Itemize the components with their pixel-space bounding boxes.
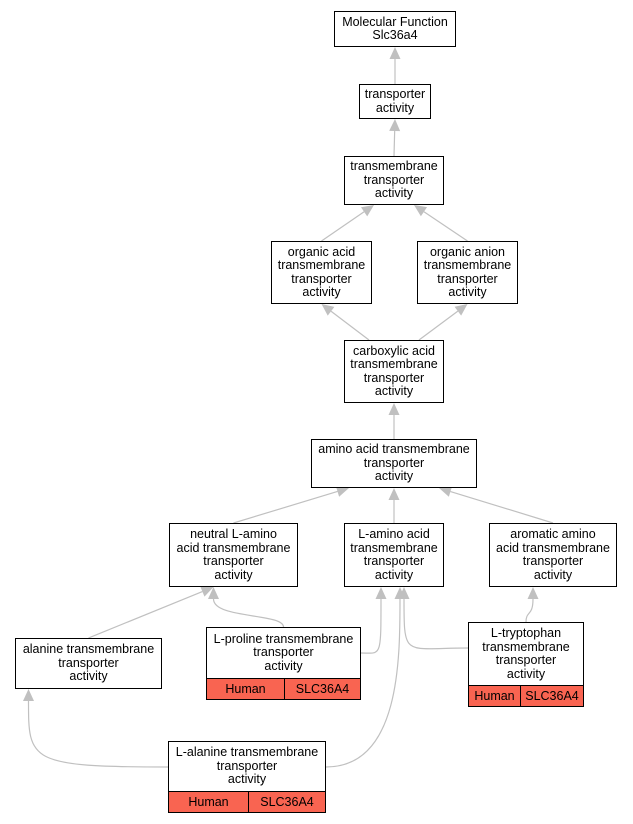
gene-annotation-row: Human SLC36A4 — [469, 685, 583, 706]
gene-cell: SLC36A4 — [260, 795, 314, 809]
node-label: carboxylic acid transmembrane transporte… — [350, 343, 438, 398]
node-label: L-proline transmembrane transporter acti… — [213, 631, 354, 673]
arrowhead-transporter-to-root — [389, 47, 401, 59]
node-label: aromatic amino acid transmembrane transp… — [496, 527, 610, 582]
node-amino-acid-transmembrane-transporter-activity[interactable]: amino acid transmembrane transporter act… — [311, 439, 477, 488]
edge-organic_acid-to-tm_transporter — [321, 211, 365, 242]
node-l-proline-transmembrane-transporter-activity[interactable]: L-proline transmembrane transporter acti… — [206, 627, 361, 700]
node-label: organic anion transmembrane transporter … — [423, 244, 512, 299]
edge-tm_transporter-to-transporter — [393, 130, 396, 157]
arrowhead-neutral_l_amino-to-amino_acid — [335, 486, 349, 497]
arrowhead-l_proline-to-l_amino_acid — [375, 587, 387, 599]
arrowhead-l_alanine-to-alanine — [23, 689, 34, 701]
arrowhead-aromatic_amino-to-amino_acid — [439, 486, 453, 497]
arrowhead-carboxylic_acid-to-organic_anion — [454, 304, 468, 316]
node-molecular-function[interactable]: Molecular Function Slc36a4 — [334, 11, 456, 47]
node-label: transporter activity — [364, 87, 426, 115]
arrowhead-organic_anion-to-tm_transporter — [414, 205, 428, 217]
edge-l_proline-to-l_amino_acid — [360, 598, 382, 654]
species-cell: Human — [207, 679, 285, 699]
arrowhead-l_proline-to-neutral_l_amino — [208, 587, 219, 599]
edge-l_tryptophan-to-aromatic_amino — [525, 598, 534, 623]
edge-l_alanine-to-l_amino_acid — [325, 598, 401, 768]
edge-carboxylic_acid-to-organic_acid — [330, 310, 370, 341]
node-label: amino acid transmembrane transporter act… — [318, 442, 470, 484]
species-cell: Human — [169, 792, 249, 812]
edge-l_alanine-to-alanine — [27, 700, 169, 768]
node-alanine-transmembrane-transporter-activity[interactable]: alanine transmembrane transporter activi… — [15, 638, 162, 689]
node-label: L-amino acid transmembrane transporter a… — [350, 527, 438, 582]
node-aromatic-amino-acid-transmembrane-transporter-activity[interactable]: aromatic amino acid transmembrane transp… — [489, 523, 617, 587]
edge-l_proline-to-neutral_l_amino — [212, 598, 285, 628]
arrowhead-tm_transporter-to-transporter — [389, 119, 401, 132]
edge-alanine-to-neutral_l_amino — [88, 590, 203, 639]
gene-annotation-row: Human SLC36A4 — [207, 678, 360, 699]
edge-organic_anion-to-tm_transporter — [423, 211, 468, 242]
edge-neutral_l_amino-to-amino_acid — [233, 490, 338, 524]
edge-aromatic_amino-to-amino_acid — [450, 490, 554, 524]
node-organic-anion-transmembrane-transporter-activity[interactable]: organic anion transmembrane transporter … — [417, 241, 518, 304]
arrowhead-l_amino_acid-to-amino_acid — [388, 488, 400, 500]
gene-cell: SLC36A4 — [295, 682, 350, 696]
node-transmembrane-transporter-activity[interactable]: transmembrane transporter activity — [344, 156, 444, 205]
arrowhead-amino_acid-to-carboxylic_acid — [388, 403, 400, 415]
arrowhead-l_alanine-to-l_amino_acid — [394, 587, 406, 599]
node-label: L-tryptophan transmembrane transporter a… — [482, 626, 570, 681]
edge-l_tryptophan-to-l_amino_acid — [403, 598, 469, 650]
node-l-tryptophan-transmembrane-transporter-activity[interactable]: L-tryptophan transmembrane transporter a… — [468, 622, 584, 707]
arrowhead-l_tryptophan-to-aromatic_amino — [527, 587, 539, 599]
arrowhead-carboxylic_acid-to-organic_acid — [321, 304, 335, 316]
node-label: L-alanine transmembrane transporter acti… — [175, 745, 319, 787]
arrowhead-organic_acid-to-tm_transporter — [360, 205, 374, 217]
node-transporter-activity[interactable]: transporter activity — [359, 84, 431, 119]
node-label: neutral L-amino acid transmembrane trans… — [176, 527, 291, 582]
edge-carboxylic_acid-to-organic_anion — [418, 310, 459, 341]
species-cell: Human — [469, 686, 521, 706]
node-carboxylic-acid-transmembrane-transporter-activity[interactable]: carboxylic acid transmembrane transporte… — [344, 340, 444, 403]
gene-cell: SLC36A4 — [525, 689, 579, 703]
node-label: transmembrane transporter activity — [350, 159, 438, 201]
node-l-amino-acid-transmembrane-transporter-activity[interactable]: L-amino acid transmembrane transporter a… — [344, 523, 444, 587]
node-l-alanine-transmembrane-transporter-activity[interactable]: L-alanine transmembrane transporter acti… — [168, 741, 326, 813]
arrowhead-alanine-to-neutral_l_amino — [200, 586, 214, 597]
node-organic-acid-transmembrane-transporter-activity[interactable]: organic acid transmembrane transporter a… — [271, 241, 372, 304]
node-label: organic acid transmembrane transporter a… — [277, 244, 366, 299]
gene-annotation-row: Human SLC36A4 — [169, 791, 325, 812]
node-neutral-l-amino-acid-transmembrane-transporter-activity[interactable]: neutral L-amino acid transmembrane trans… — [169, 523, 298, 587]
node-label: Molecular Function Slc36a4 — [342, 14, 448, 42]
node-label: alanine transmembrane transporter activi… — [22, 642, 155, 684]
